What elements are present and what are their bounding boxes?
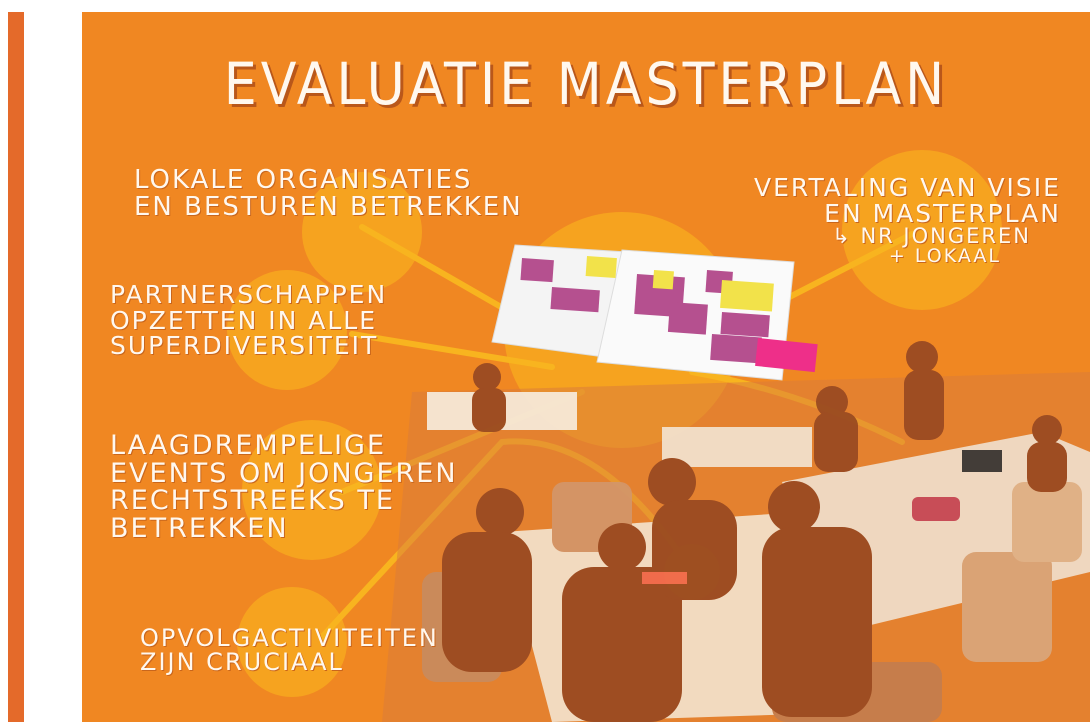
label-line: BETREKKEN xyxy=(110,512,289,544)
circle-organisaties xyxy=(302,172,422,292)
label-lokale-organisaties: LOKALE ORGANISATIES EN BESTUREN BETREKKE… xyxy=(134,167,523,220)
left-accent-strip xyxy=(8,12,24,722)
label-partnerschappen: PARTNERSCHAPPEN OPZETTEN IN ALLE SUPERDI… xyxy=(110,282,387,359)
label-line: LAAGDREMPELIGE xyxy=(110,430,387,461)
label-line: EN BESTUREN BETREKKEN xyxy=(134,191,523,222)
label-line: + LOKAAL xyxy=(888,245,1001,268)
label-laagdrempelige-events: LAAGDREMPELIGE EVENTS OM JONGEREN RECHTS… xyxy=(110,432,458,542)
line-partnerschappen xyxy=(349,331,555,370)
circle-events xyxy=(242,420,382,560)
circle-vertaling xyxy=(842,150,1002,310)
label-line: LOKALE ORGANISATIES xyxy=(134,165,473,195)
poster-illustration xyxy=(227,150,1090,722)
label-vertaling-visie: VERTALING VAN VISIE EN MASTERPLAN ↳ NR J… xyxy=(754,175,1061,267)
poster: EVALUATIE MASTERPLAN LOKALE ORGANISATIES… xyxy=(82,12,1090,722)
photo-scene xyxy=(382,341,1090,722)
label-line: SUPERDIVERSITEIT xyxy=(110,331,379,360)
paper-sheets xyxy=(491,244,818,381)
label-line: EVENTS OM JONGEREN xyxy=(110,457,458,489)
label-line: ZIJN CRUCIAAL xyxy=(140,648,344,677)
label-line: EN MASTERPLAN xyxy=(824,198,1061,228)
circle-opvolg xyxy=(237,587,347,697)
label-line: PARTNERSCHAPPEN xyxy=(110,280,388,309)
label-line: OPZETTEN IN ALLE xyxy=(110,305,377,335)
label-line: OPVOLGACTIVITEITEN xyxy=(140,624,439,652)
label-line: VERTALING VAN VISIE xyxy=(754,173,1061,202)
label-opvolgactiviteiten: OPVOLGACTIVITEITEN ZIJN CRUCIAAL xyxy=(140,626,439,675)
poster-title: EVALUATIE MASTERPLAN xyxy=(223,50,949,118)
label-line: ↳ NR JONGEREN xyxy=(832,224,1031,248)
label-line: RECHTSTREEKS TE xyxy=(110,485,395,517)
circle-partnerschappen xyxy=(227,270,347,390)
postits xyxy=(520,256,818,373)
